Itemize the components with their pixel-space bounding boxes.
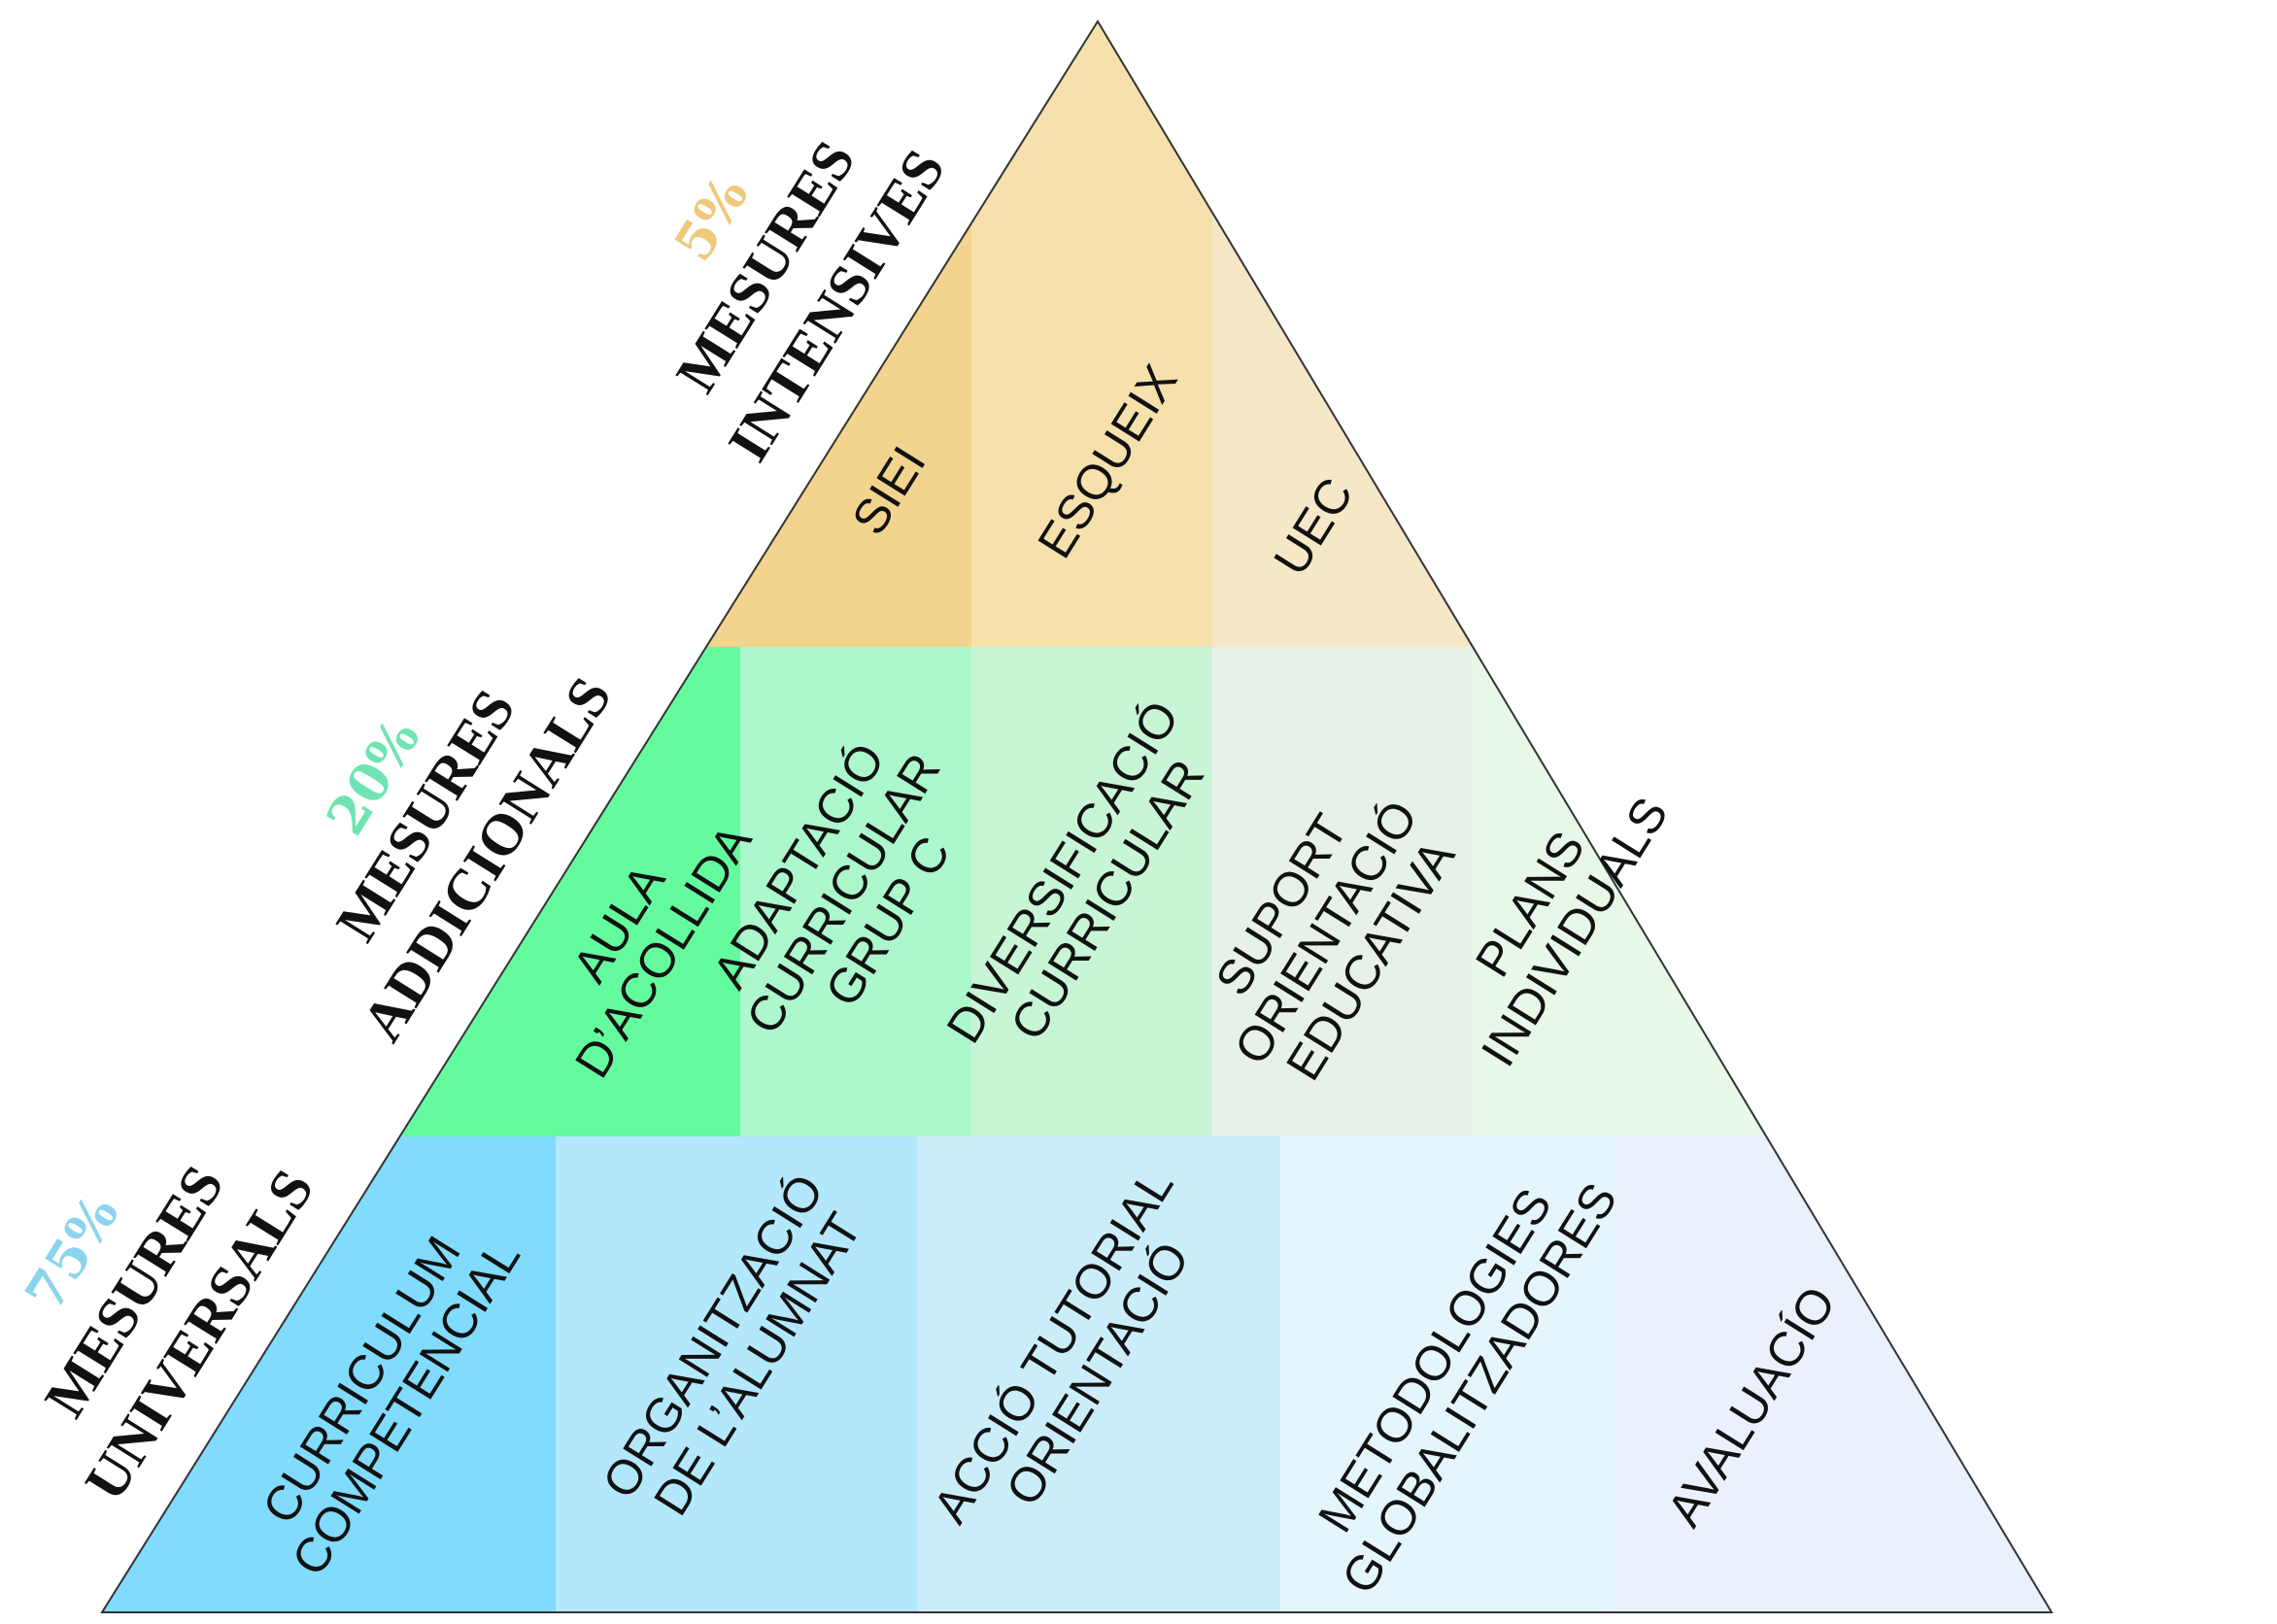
additional-cell-3 bbox=[971, 647, 1212, 1136]
additional-cell-2 bbox=[740, 647, 971, 1136]
universal-cell-4 bbox=[1280, 1136, 1614, 1612]
universal-cell-2 bbox=[556, 1136, 917, 1612]
additional-cell-4 bbox=[1212, 647, 1472, 1136]
universal-cell-3 bbox=[917, 1136, 1280, 1612]
universal-cell-5 bbox=[1614, 1136, 2052, 1612]
intensive-cell-3 bbox=[1212, 21, 1477, 647]
intensive-cell-2 bbox=[971, 21, 1212, 647]
pyramid-outline bbox=[100, 19, 2054, 1613]
